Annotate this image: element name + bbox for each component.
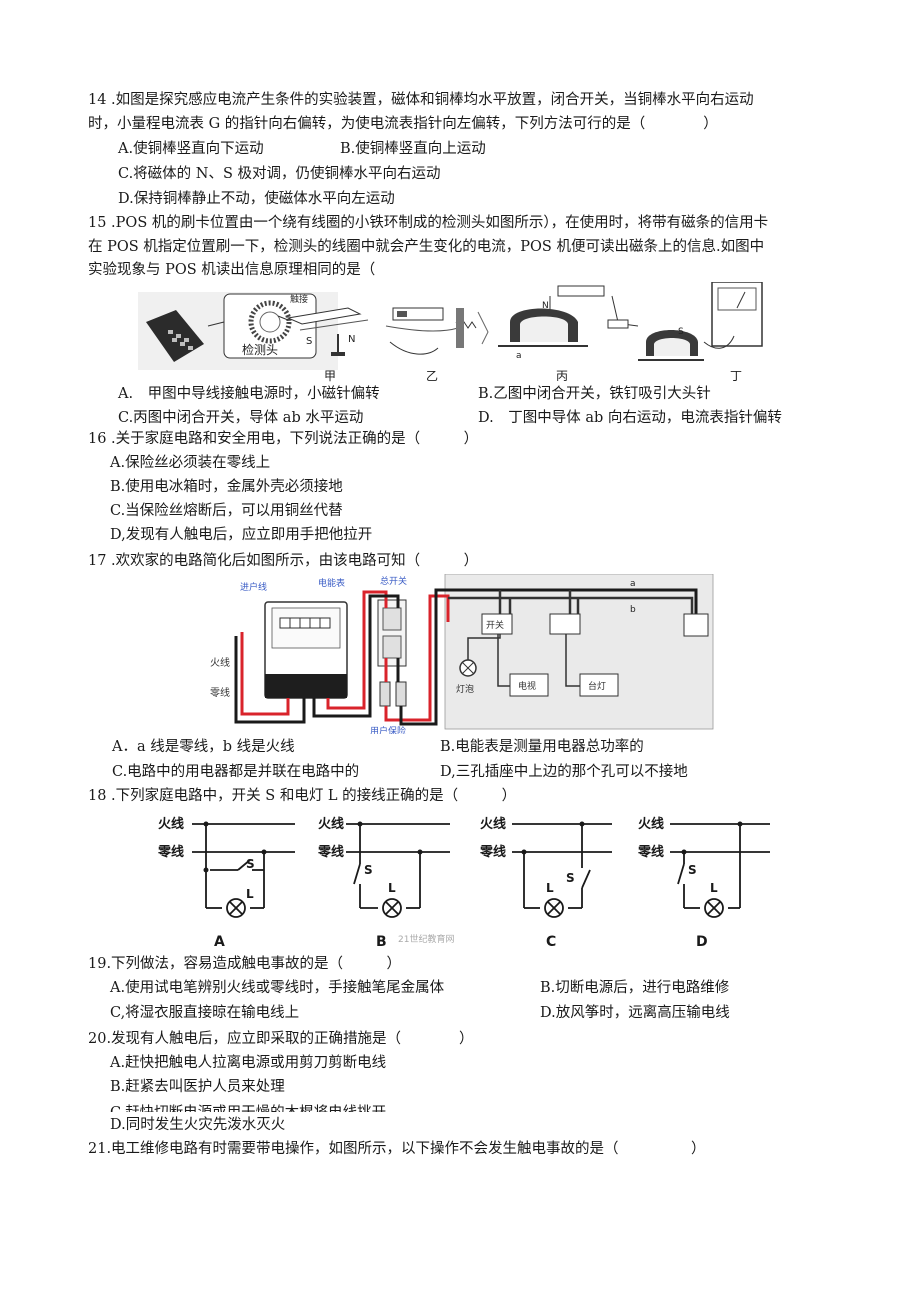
circuit-a-s-label: S	[246, 857, 255, 871]
q15-option-d: D. 丁图中导体 ab 向右运动，电流表指针偏转	[478, 410, 782, 426]
q15-option-a: A. 甲图中导线接触电源时，小磁针偏转	[118, 386, 380, 402]
q20-option-d: D.同时发生火灾先泼水灭火	[110, 1117, 286, 1133]
q20-option-c-cropped: C.赶快切断电源或用干燥的木棍将电线挑开	[110, 1103, 386, 1112]
bing-a-label: a	[516, 351, 522, 361]
circuit-b-label: B	[376, 934, 387, 950]
incoming-line-label: 进户线	[240, 581, 267, 593]
q14-option-d: D.保持铜棒静止不动，使磁体水平向左运动	[118, 191, 395, 207]
desk-lamp-label: 台灯	[588, 680, 606, 692]
circuit-d-s-label: S	[688, 863, 697, 877]
circuit-c-label: C	[546, 934, 556, 950]
zero-line-label: 零线	[210, 686, 230, 699]
yi-label: 乙	[426, 369, 438, 382]
circuit-c-s-label: S	[566, 871, 575, 885]
circuit-c-l-label: L	[546, 881, 554, 895]
circuit-b-fire-label: 火线	[318, 816, 344, 832]
q15-line1: 15 .POS 机的刷卡位置由一个绕有线圈的小铁环制成的检测头如图所示），在使用…	[88, 215, 769, 231]
jia-n-label: N	[348, 334, 355, 345]
jia-touch-label: 触接	[290, 293, 308, 305]
q17-option-c: C.电路中的用电器都是并联在电路中的	[112, 764, 360, 780]
q15-line2: 在 POS 机指定位置刷一下，检测头的线圈中就会产生变化的电流，POS 机便可读…	[88, 239, 765, 255]
circuit-d-zero-label: 零线	[637, 844, 664, 860]
bing-label: 丙	[556, 369, 568, 382]
q14-line1: 14 .如图是探究感应电流产生条件的实验装置，磁体和铜棒均水平放置，闭合开关，当…	[88, 92, 754, 108]
q21-stem: 21.电工维修电路有时需要带电操作，如图所示，以下操作不会发生触电事故的是（ ）	[88, 1141, 706, 1157]
circuit-b-l-label: L	[388, 881, 396, 895]
circuit-a-fire-label: 火线	[158, 816, 184, 832]
circuit-d-fire-label: 火线	[638, 816, 664, 832]
user-fuse-label: 用户保险	[370, 725, 406, 734]
q14-option-b: B.使铜棒竖直向上运动	[340, 141, 486, 157]
circuit-b	[346, 823, 450, 918]
q19-option-c: C,将湿衣服直接晾在输电线上	[110, 1005, 300, 1021]
q17-option-d: D,三孔插座中上边的那个孔可以不接地	[440, 764, 688, 780]
q17-figure: 进户线 电能表 总开关 火线 零线 用户保险 a b 开关 灯泡 电视 台灯	[210, 574, 714, 734]
figure-yi: 乙	[385, 307, 489, 382]
q16-stem: 16 .关于家庭电路和安全用电，下列说法正确的是（ ）	[88, 431, 479, 447]
circuit-b-zero-label: 零线	[317, 844, 344, 860]
q20-stem: 20.发现有人触电后，应立即采取的正确措施是（ ）	[88, 1031, 474, 1047]
q14-option-c: C.将磁体的 N、S 极对调，仍使铜棒水平向右运动	[118, 166, 441, 182]
jia-label: 甲	[324, 369, 336, 382]
wire-b-label: b	[630, 605, 636, 615]
q15-figure: 检测头 触接 S N 甲 乙 N a 丙	[138, 282, 763, 382]
jia-s-label: S	[306, 336, 312, 347]
q18-figure: 火线 零线 S L A 火线 零线 S L B 21世纪教育网 火线 零线 S	[157, 816, 770, 950]
q15-line3: 实验现象与 POS 机读出信息原理相同的是（	[88, 262, 376, 278]
bing-n-label: N	[542, 301, 549, 311]
q17-option-a: A．a 线是零线，b 线是火线	[112, 739, 295, 755]
circuit-b-s-label: S	[364, 863, 373, 877]
circuit-a-label: A	[214, 934, 225, 950]
figure-ding: S 丁	[638, 282, 763, 382]
q20-option-a: A.赶快把触电人拉离电源或用剪刀剪断电线	[110, 1055, 387, 1071]
q16-option-b: B.使用电冰箱时，金属外壳必须接地	[110, 479, 343, 495]
circuit-d-l-label: L	[710, 881, 718, 895]
q16-option-a: A.保险丝必须装在零线上	[110, 455, 271, 471]
circuit-c	[512, 823, 612, 918]
circuit-a-l-label: L	[246, 887, 254, 901]
circuit-c-zero-label: 零线	[479, 844, 506, 860]
circuit-a	[192, 823, 295, 918]
pos-machine-image: 检测头	[138, 292, 338, 370]
q18-stem: 18 .下列家庭电路中，开关 S 和电灯 L 的接线正确的是（ ）	[88, 788, 517, 804]
q20-option-b: B.赶紧去叫医护人员来处理	[110, 1079, 285, 1095]
q19-option-b: B.切断电源后，进行电路维修	[540, 980, 730, 996]
figure-jia: 触接 S N 甲	[277, 293, 369, 382]
q14-option-a: A.使铜棒竖直向下运动	[118, 141, 264, 157]
circuit-d-label: D	[696, 934, 708, 950]
q16-option-c: C.当保险丝熔断后，可以用铜丝代替	[110, 503, 343, 519]
circuit-c-fire-label: 火线	[480, 816, 506, 832]
circuit-a-zero-label: 零线	[157, 844, 184, 860]
circuit-d	[670, 823, 770, 918]
figure-bing: N a 丙	[498, 285, 639, 382]
main-switch-label: 总开关	[380, 575, 407, 587]
watermark: 21世纪教育网	[398, 933, 454, 945]
q15-option-b: B.乙图中闭合开关，铁钉吸引大头针	[478, 386, 711, 402]
q14-line2: 时，小量程电流表 G 的指针向右偏转，为使电流表指针向左偏转，下列方法可行的是（…	[88, 116, 718, 132]
wire-a-label: a	[630, 579, 636, 589]
ding-s-label: S	[678, 327, 684, 337]
q19-option-a: A.使用试电笔辨别火线或零线时，手接触笔尾金属体	[110, 980, 445, 996]
meter-label: 电能表	[318, 577, 345, 589]
q16-option-d: D,发现有人触电后，应立即用手把他拉开	[110, 527, 373, 543]
q17-stem: 17 .欢欢家的电路简化后如图所示，由该电路可知（ ）	[88, 553, 479, 569]
tv-label: 电视	[518, 680, 536, 692]
ding-label: 丁	[730, 369, 742, 382]
detector-head-label: 检测头	[242, 342, 278, 357]
q19-option-d: D.放风筝时，远离高压输电线	[540, 1005, 730, 1021]
switch-label: 开关	[486, 619, 504, 631]
fire-line-label: 火线	[210, 656, 230, 669]
q19-stem: 19.下列做法，容易造成触电事故的是（ ）	[88, 956, 402, 972]
lamp-label: 灯泡	[456, 683, 474, 695]
q15-option-c: C.丙图中闭合开关，导体 ab 水平运动	[118, 410, 364, 426]
q17-option-b: B.电能表是测量用电器总功率的	[440, 739, 644, 755]
